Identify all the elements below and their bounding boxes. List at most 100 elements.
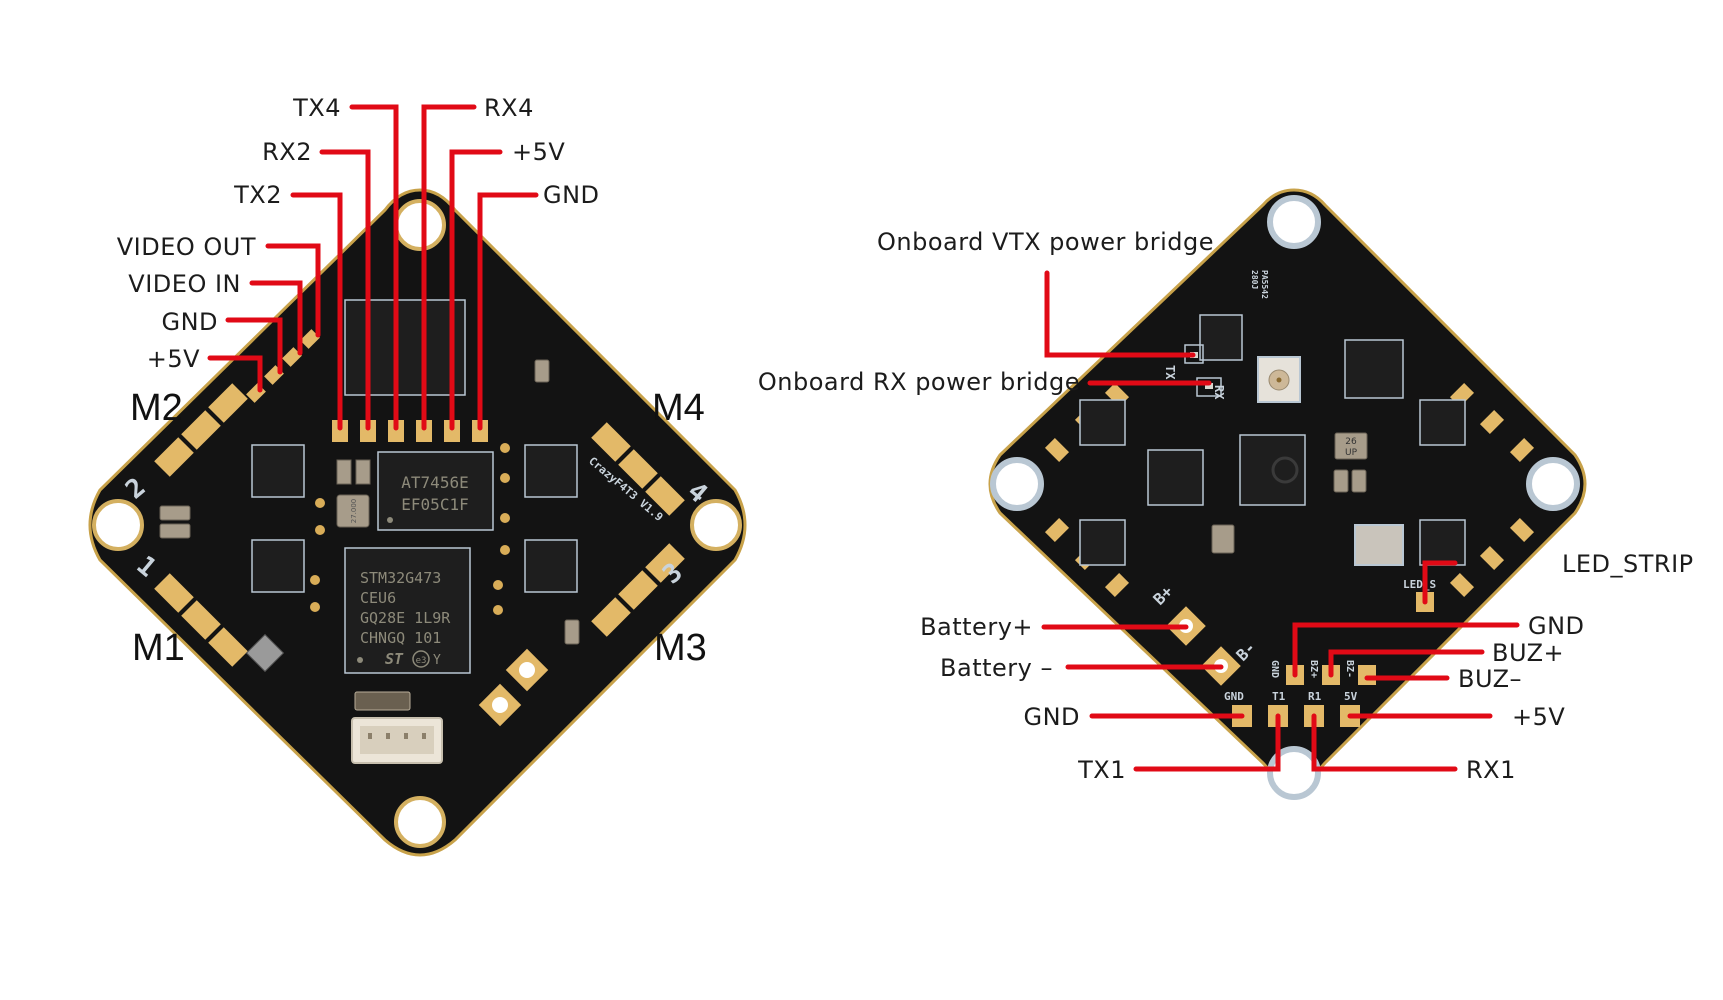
mcu-line3: GQ28E 1L9R	[360, 609, 451, 627]
capacitor	[159, 523, 191, 539]
mcu-suffix: Y	[433, 653, 441, 668]
mount-hole-top	[1267, 195, 1321, 249]
mount-hole-right	[690, 499, 742, 551]
e3-mark-icon	[412, 650, 430, 668]
wire-tx2	[290, 192, 343, 431]
crystal-line2: UP	[1345, 448, 1358, 458]
crystal-line1: 26	[1345, 437, 1357, 447]
silk-5v: 5V	[1344, 690, 1358, 703]
silk-tx: TX	[1163, 365, 1177, 380]
esc-driver-chip	[524, 539, 578, 593]
esc-driver-chip	[251, 539, 305, 593]
silk-bzplus: BZ+	[1308, 660, 1319, 678]
crystal-oscillator	[354, 691, 411, 711]
label-tx1: TX1	[1077, 756, 1126, 784]
wire-buz-plus	[1328, 649, 1485, 678]
mcu-chip	[344, 547, 471, 674]
receiver-chip	[1344, 339, 1404, 399]
label-5v-lower: +5V	[1512, 703, 1565, 731]
silk-t1: T1	[1272, 690, 1286, 703]
label-gnd-top: GND	[543, 181, 600, 209]
silk-rx: RX	[1212, 385, 1226, 400]
capacitor	[1351, 469, 1367, 493]
osd-chip	[377, 451, 494, 531]
right-board-labels: Onboard VTX power bridge Onboard RX powe…	[758, 228, 1694, 784]
label-gnd-lower: GND	[1023, 703, 1080, 731]
mount-hole-left	[990, 457, 1044, 511]
label-m2: M2	[130, 387, 183, 429]
label-tx4: TX4	[292, 94, 341, 122]
chip-280j: 280J	[1250, 270, 1259, 289]
label-rx4: RX4	[484, 94, 534, 122]
label-m4: M4	[652, 387, 705, 429]
capacitor	[534, 359, 550, 383]
label-vtx-bridge: Onboard VTX power bridge	[877, 228, 1214, 256]
boot-button	[245, 633, 285, 673]
right-board: PA5542 280J 26 UP RX TX B+ B-	[988, 188, 1587, 800]
capacitor	[336, 459, 352, 485]
label-buz-minus: BUZ–	[1458, 665, 1522, 693]
wire-rx4	[421, 104, 477, 431]
osd-chip-line1: AT7456E	[401, 473, 468, 492]
label-battery-plus: Battery+	[920, 613, 1033, 641]
mcu-mark: e3	[416, 656, 427, 666]
wire-tx4	[349, 104, 399, 431]
label-led-strip: LED_STRIP	[1562, 550, 1694, 578]
left-board-wires	[207, 104, 539, 431]
silk-gnd-upper: GND	[1269, 660, 1280, 678]
esc-mosfet	[1079, 399, 1126, 446]
via-dots	[310, 443, 510, 615]
wire-5v-top	[449, 149, 503, 431]
esc-mosfet	[1419, 399, 1466, 446]
osd-chip-line2: EF05C1F	[401, 495, 468, 514]
label-battery-minus: Battery –	[940, 654, 1053, 682]
mcu-line1: STM32G473	[360, 569, 441, 587]
label-rx1: RX1	[1466, 756, 1516, 784]
label-rx2: RX2	[262, 138, 312, 166]
crystal-label: 27.000	[350, 499, 358, 524]
barometer	[1211, 524, 1235, 554]
capacitor	[1333, 469, 1349, 493]
motor-pads-m3	[591, 543, 685, 637]
motor-pads-m2	[154, 383, 248, 477]
mount-hole-left	[92, 499, 144, 551]
silk-led: LED_S	[1403, 578, 1436, 591]
capacitor	[355, 459, 371, 485]
inductor-chip	[1199, 314, 1243, 361]
left-board-labels: TX4 RX2 TX2 RX4 +5V GND VIDEO OUT VIDEO …	[117, 94, 707, 669]
wire-vtx-bridge	[1044, 270, 1196, 358]
rx-bridge-pad	[1196, 377, 1222, 397]
label-tx2: TX2	[233, 181, 282, 209]
label-gnd-side: GND	[161, 308, 218, 336]
silk-bzminus: BZ-	[1344, 660, 1355, 678]
capacitor	[159, 505, 191, 521]
mount-hole-top	[394, 199, 446, 251]
wire-gnd-side	[225, 317, 283, 375]
wire-rx1	[1311, 713, 1458, 772]
label-m1: M1	[132, 627, 185, 669]
label-gnd-upper: GND	[1528, 612, 1585, 640]
esc-driver-chip	[524, 444, 578, 498]
wire-led-strip	[1422, 560, 1458, 605]
esc-mosfet	[1419, 519, 1466, 566]
capacitor	[564, 619, 580, 645]
silk-r1: R1	[1308, 690, 1322, 703]
esc-mosfet	[1079, 519, 1126, 566]
mcu-line2: CEU6	[360, 589, 396, 607]
mount-hole-bottom	[1267, 746, 1321, 800]
wire-rx2	[319, 149, 371, 431]
gyro-chip	[1147, 449, 1204, 506]
mount-hole-right	[1526, 457, 1580, 511]
esc-driver-chip	[251, 444, 305, 498]
uart-pad-row	[332, 420, 488, 442]
st-logo-icon: ST	[385, 650, 404, 668]
wire-gnd-upper	[1292, 622, 1520, 678]
silk-gnd-lower: GND	[1224, 690, 1244, 703]
motor-pads-m4	[591, 422, 685, 516]
vtx-chip	[344, 299, 466, 396]
label-buz-plus: BUZ+	[1492, 639, 1564, 667]
label-video-out: VIDEO OUT	[117, 233, 256, 261]
chip-pa5542: PA5542	[1260, 270, 1269, 299]
inductor	[1354, 524, 1404, 566]
